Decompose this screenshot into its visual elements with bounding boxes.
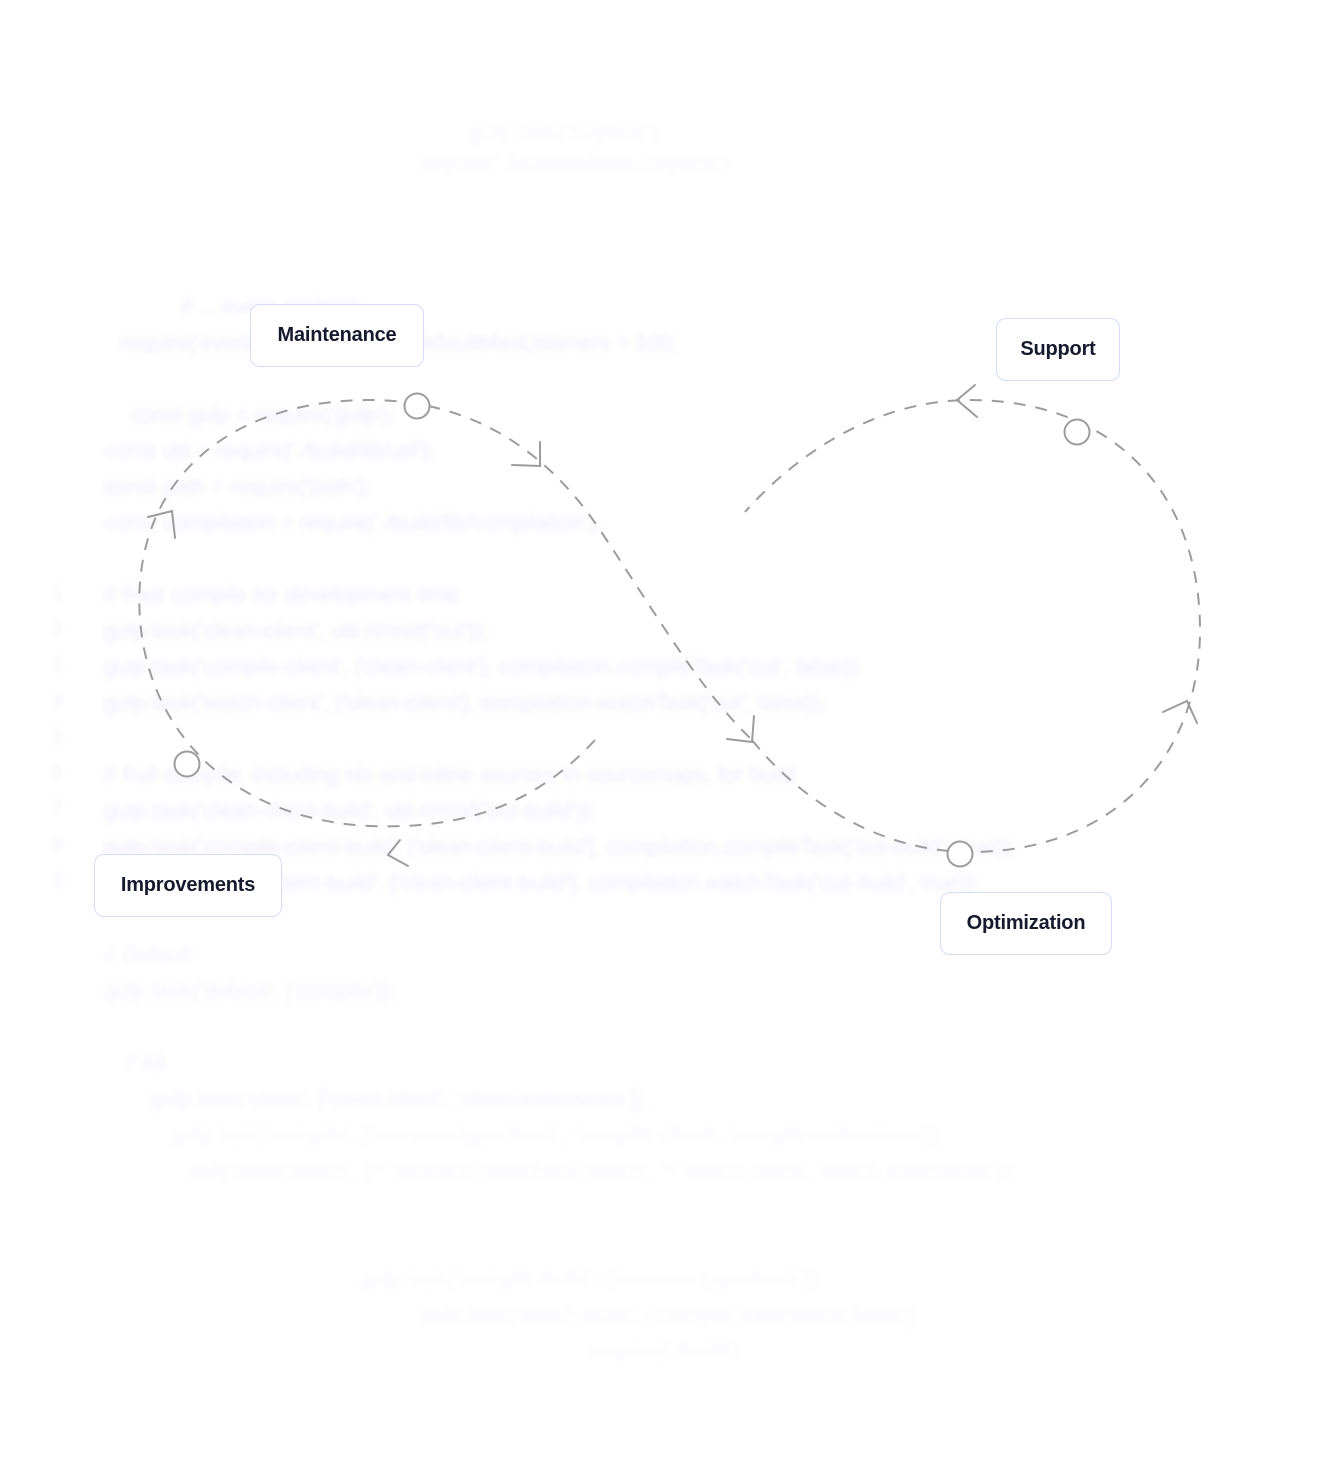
stage-label-support[interactable]: Support	[996, 318, 1120, 381]
stage-label-text: Support	[1020, 338, 1096, 360]
connector-node-improvements	[173, 750, 201, 778]
connector-node-support	[1063, 418, 1091, 446]
stage-label-improvements[interactable]: Improvements	[94, 854, 282, 917]
stage-label-maintenance[interactable]: Maintenance	[250, 304, 424, 367]
arrow-head-icon	[1162, 699, 1198, 724]
arrow-head-icon	[726, 715, 755, 744]
stage-label-text: Optimization	[966, 912, 1086, 934]
connector-node-optimization	[946, 840, 974, 868]
arrow-head-icon	[955, 384, 978, 418]
stage-label-optimization[interactable]: Optimization	[940, 892, 1112, 955]
arrow-head-icon	[147, 509, 176, 539]
stage-label-text: Improvements	[120, 874, 256, 896]
connector-node-maintenance	[403, 392, 431, 420]
arrow-head-icon	[511, 441, 541, 468]
arrow-head-icon	[386, 839, 409, 867]
stage-label-text: Maintenance	[277, 324, 397, 346]
right-loop-path	[744, 398, 1202, 854]
left-loop-path	[138, 398, 753, 828]
